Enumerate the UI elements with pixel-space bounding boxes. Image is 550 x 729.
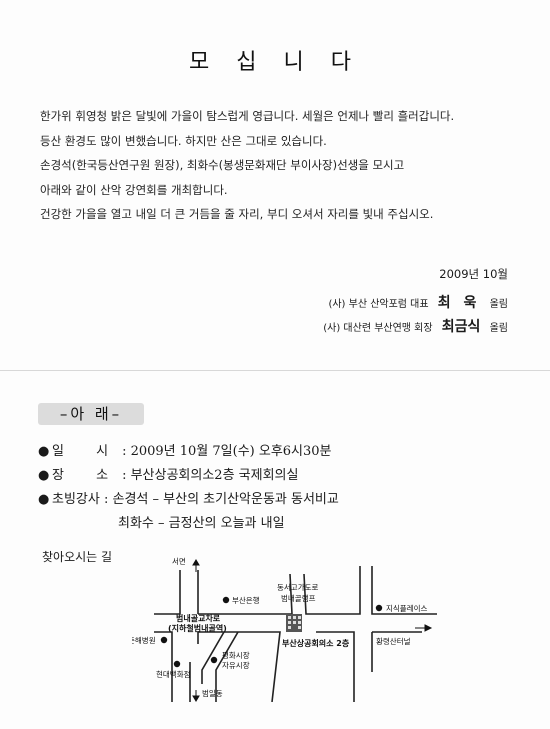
- map-dots: [160, 596, 383, 668]
- detail-label: 일 시: [52, 444, 123, 459]
- intro-line: 손경석(한국등산연구원 원장), 최화수(봉생문화재단 부이사장)선생을 모시고: [40, 158, 405, 172]
- detail-value: 손경석 – 부산의 초기산악운동과 동서비교: [112, 492, 339, 507]
- bullet-icon: ●: [38, 468, 50, 483]
- detail-time: ●일 시: 2009년 10월 7일(수) 오후6시30분: [38, 440, 339, 464]
- signature-org: (사) 대산련 부산연맹 회장: [323, 323, 433, 334]
- map-label: 범일동: [202, 688, 223, 698]
- signature-org: (사) 부산 산악포럼 대표: [328, 299, 429, 310]
- intro-line: 등산 환경도 많이 변했습니다. 하지만 산은 그대로 있습니다.: [40, 133, 327, 148]
- map-label: 지식플레이스: [386, 603, 427, 613]
- map-label: 범내골램프: [281, 593, 316, 603]
- event-details: ●일 시: 2009년 10월 7일(수) 오후6시30분 ●장 소: 부산상공…: [38, 440, 339, 536]
- detail-label: 초빙강사: [52, 492, 100, 507]
- bank-dot-icon: [222, 596, 230, 604]
- map-label: 부산상공회의소 2층: [282, 638, 350, 648]
- bullet-icon: ●: [38, 492, 50, 507]
- map-label: 동서고가도로: [277, 583, 318, 592]
- intro-paragraph: 한가위 휘영청 밝은 달빛에 가을이 탐스럽게 영급니다. 세월은 언제나 빨리…: [40, 104, 520, 227]
- detail-value: 2009년 10월 7일(수) 오후6시30분: [130, 444, 332, 459]
- signature-1: (사) 부산 산악포럼 대표 최 욱 올림: [328, 292, 508, 312]
- detail-speaker: ●초빙강사 : 손경석 – 부산의 초기산악운동과 동서비교: [38, 488, 339, 512]
- letter-date: 2009년 10월: [439, 267, 508, 281]
- map-label: 현대백화점: [156, 669, 191, 679]
- map-label: 자유시장: [222, 660, 250, 670]
- map-label: (지하철범내골역): [168, 623, 227, 633]
- map-label: 평화시장: [222, 650, 250, 660]
- signature-name: 최 욱: [437, 295, 481, 311]
- signature-suffix: 올림: [489, 323, 508, 334]
- section-heading: –아 래–: [38, 403, 144, 425]
- place-dot-icon: [375, 604, 383, 612]
- map-label: 범내골교차로: [176, 613, 221, 623]
- detail-value: 부산상공회의소2층 국제회의실: [130, 468, 299, 483]
- signature-name: 최금식: [441, 319, 481, 335]
- detail-value: 최화수 – 금정산의 오늘과 내일: [118, 516, 285, 531]
- detail-place: ●장 소: 부산상공회의소2층 국제회의실: [38, 464, 339, 488]
- map-title: 찾아오시는 길: [42, 550, 113, 564]
- hospital-dot-icon: [160, 636, 168, 644]
- map-label: 춘해병원: [132, 635, 156, 645]
- intro-line: 아래와 같이 산악 강연회를 개최합니다.: [40, 182, 228, 197]
- map-label: 서면: [172, 556, 186, 566]
- venue-building-icon: [286, 614, 302, 632]
- market-dot-icon: [210, 656, 218, 664]
- divider: [0, 370, 550, 371]
- signature-2: (사) 대산련 부산연맹 회장 최금식 올림: [323, 316, 508, 336]
- dept-dot-icon: [173, 660, 181, 668]
- page-title: 모 십 니 다: [189, 50, 361, 75]
- bullet-icon: ●: [38, 444, 50, 459]
- signature-suffix: 올림: [489, 299, 508, 310]
- directions-map: 서면 부산은행 동서고가도로 범내골램프 지식플레이스 범내골교차로 (지하철범…: [132, 556, 437, 702]
- map-arrows: [192, 559, 433, 702]
- map-label: 부산은행: [232, 595, 260, 605]
- detail-label: 장 소: [52, 468, 123, 483]
- map-label: 황령산터널: [376, 636, 411, 646]
- intro-line: 한가위 휘영청 밝은 달빛에 가을이 탐스럽게 영급니다. 세월은 언제나 빨리…: [40, 109, 455, 123]
- intro-line: 건강한 가을을 열고 내일 더 큰 거듬을 줄 자리, 부디 오셔서 자리를 빛…: [40, 207, 434, 221]
- detail-speaker-2: 최화수 – 금정산의 오늘과 내일: [38, 512, 339, 536]
